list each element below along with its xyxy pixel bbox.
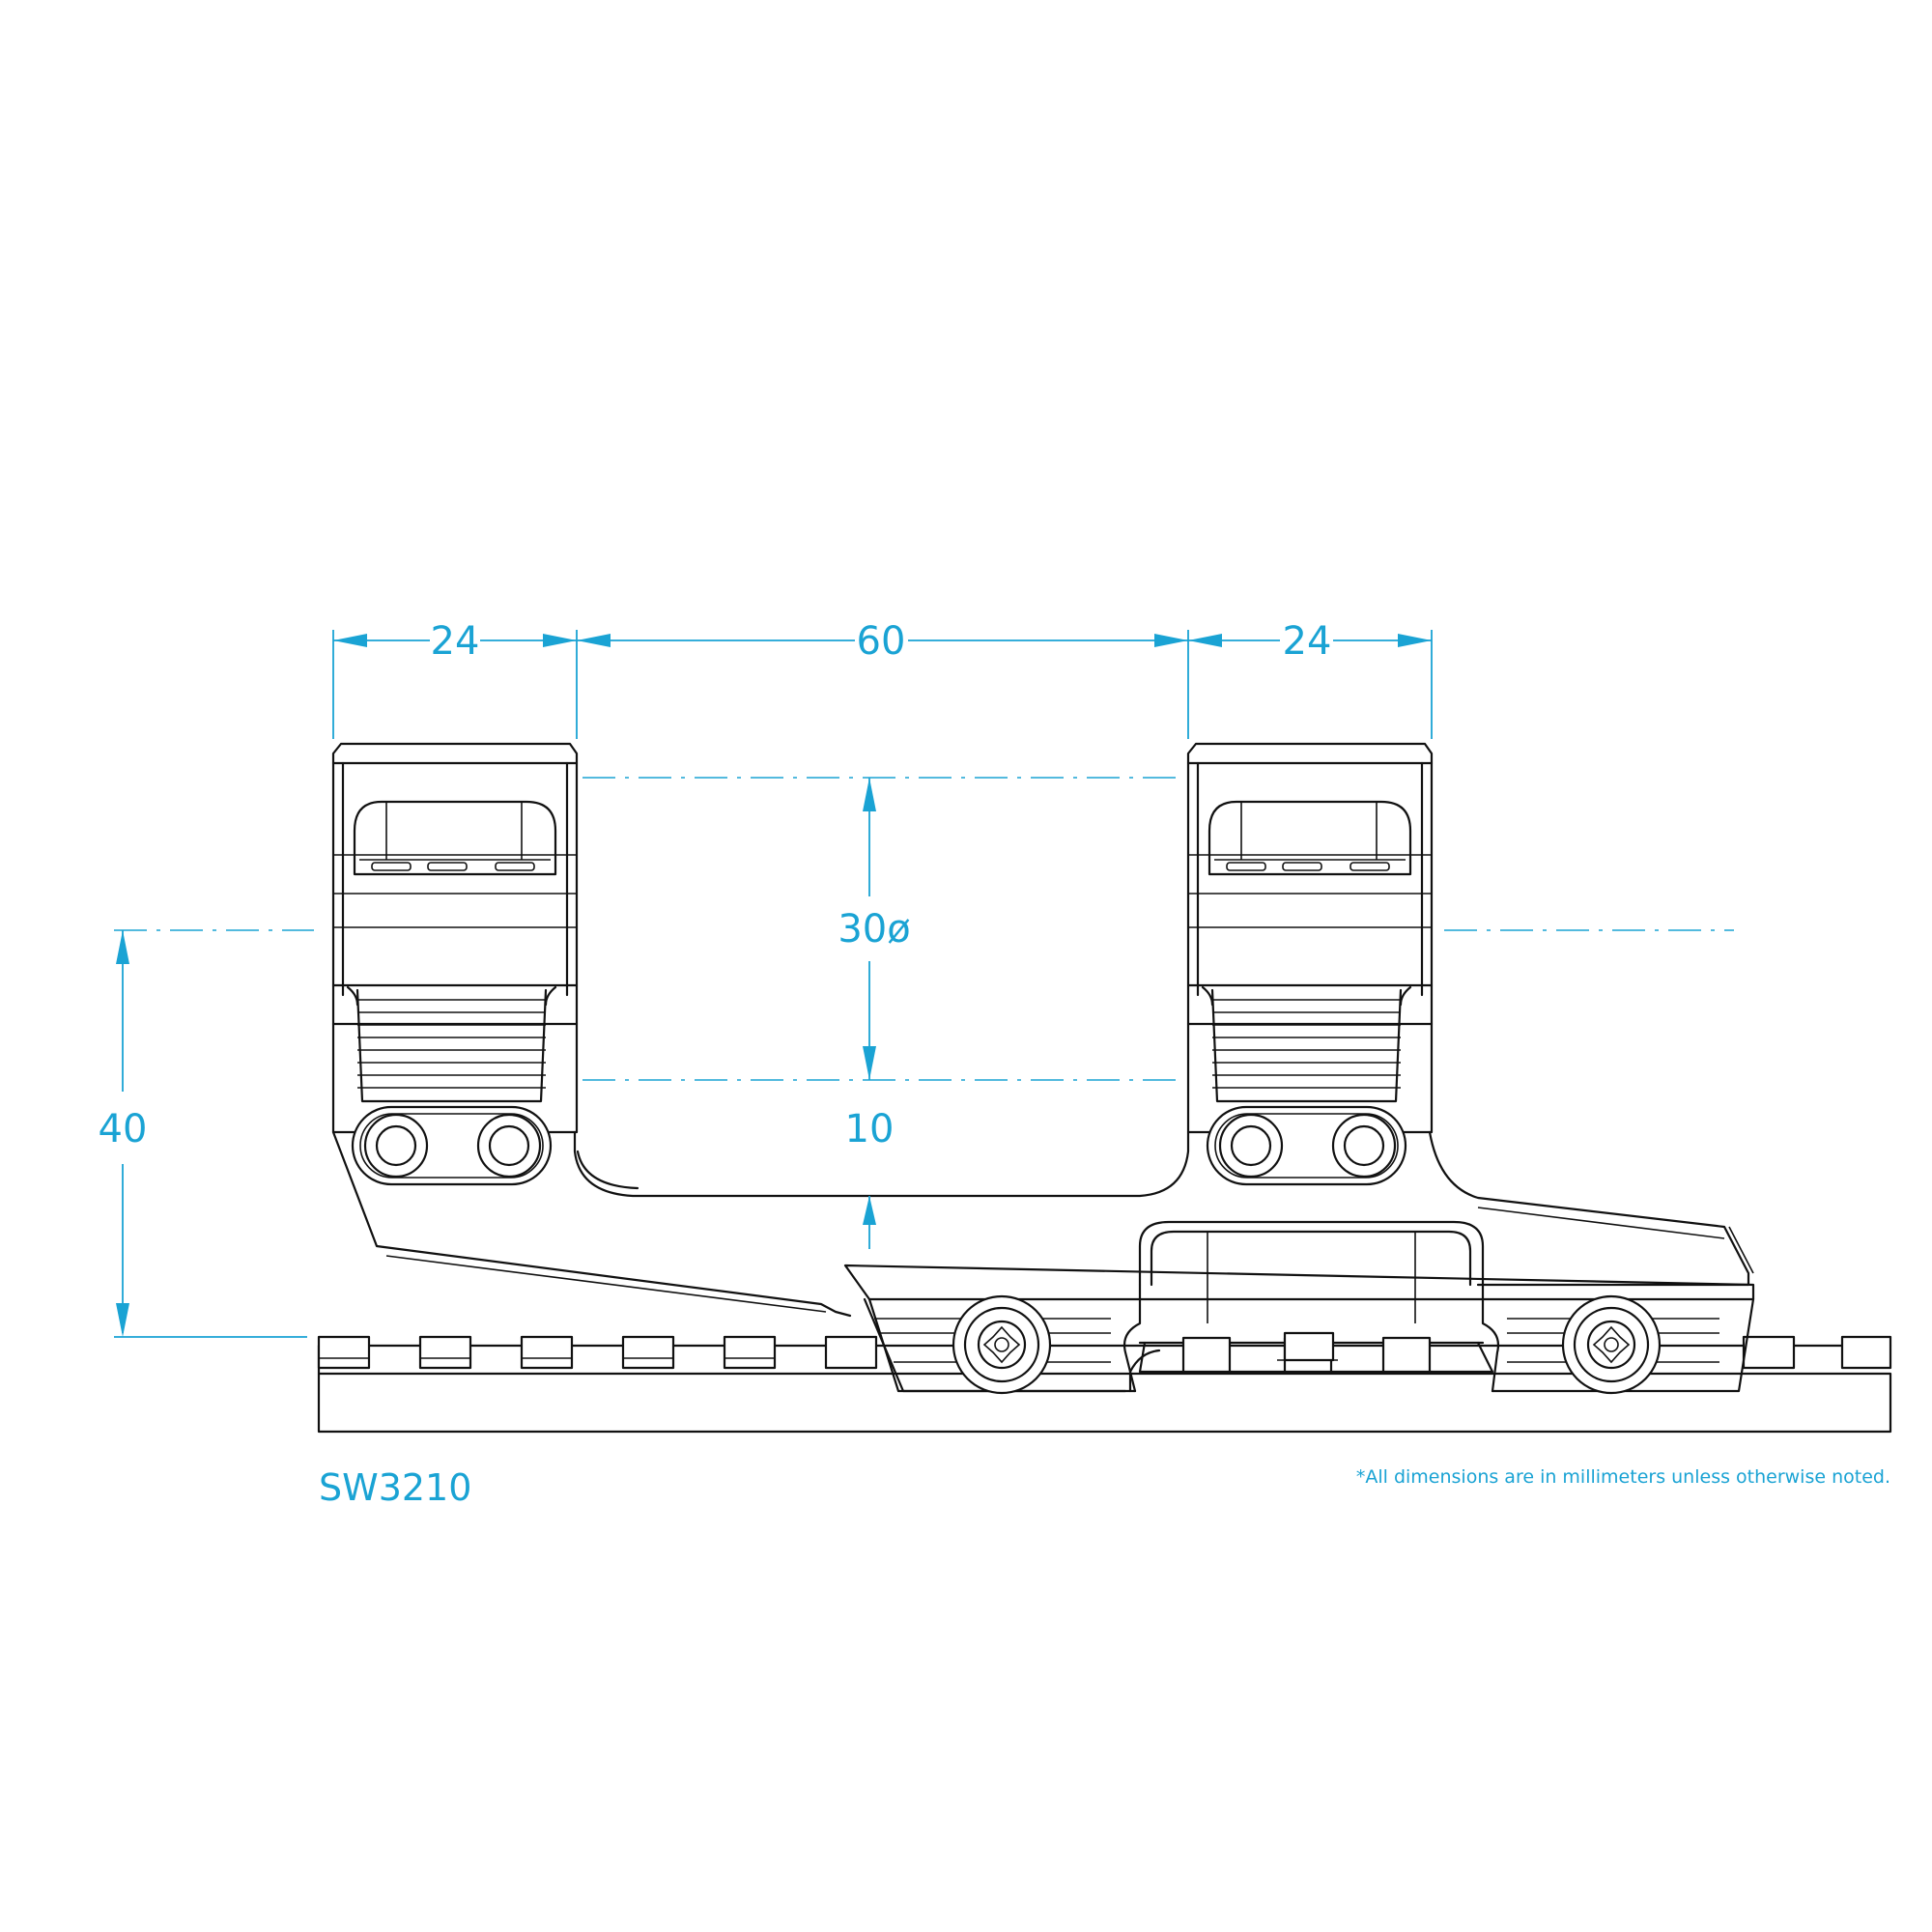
rail-clamp-bolt-left <box>952 1294 1052 1395</box>
mount-body <box>331 1130 1755 1393</box>
scope-ring-right <box>1186 742 1434 1186</box>
scope-ring-left <box>331 742 579 1186</box>
model-number: SW3210 <box>319 1466 471 1509</box>
rail-clamp-bolt-right <box>1561 1294 1662 1395</box>
dim-center-height: 40 <box>99 1107 148 1151</box>
dim-ring-base-gap: 10 <box>845 1107 895 1151</box>
dim-tube-diameter: 30ø <box>838 907 910 952</box>
dimension-arrows <box>116 634 1432 1337</box>
centerlines <box>114 777 1734 1081</box>
dim-ring-width-right: 24 <box>1283 619 1332 664</box>
units-note: *All dimensions are in millimeters unles… <box>1356 1466 1890 1488</box>
dim-ring-spacing: 60 <box>857 619 906 664</box>
dim-ring-width-left: 24 <box>431 619 480 664</box>
rail-clamp-left <box>863 1297 1127 1393</box>
center-clamp-block <box>1122 1220 1500 1393</box>
